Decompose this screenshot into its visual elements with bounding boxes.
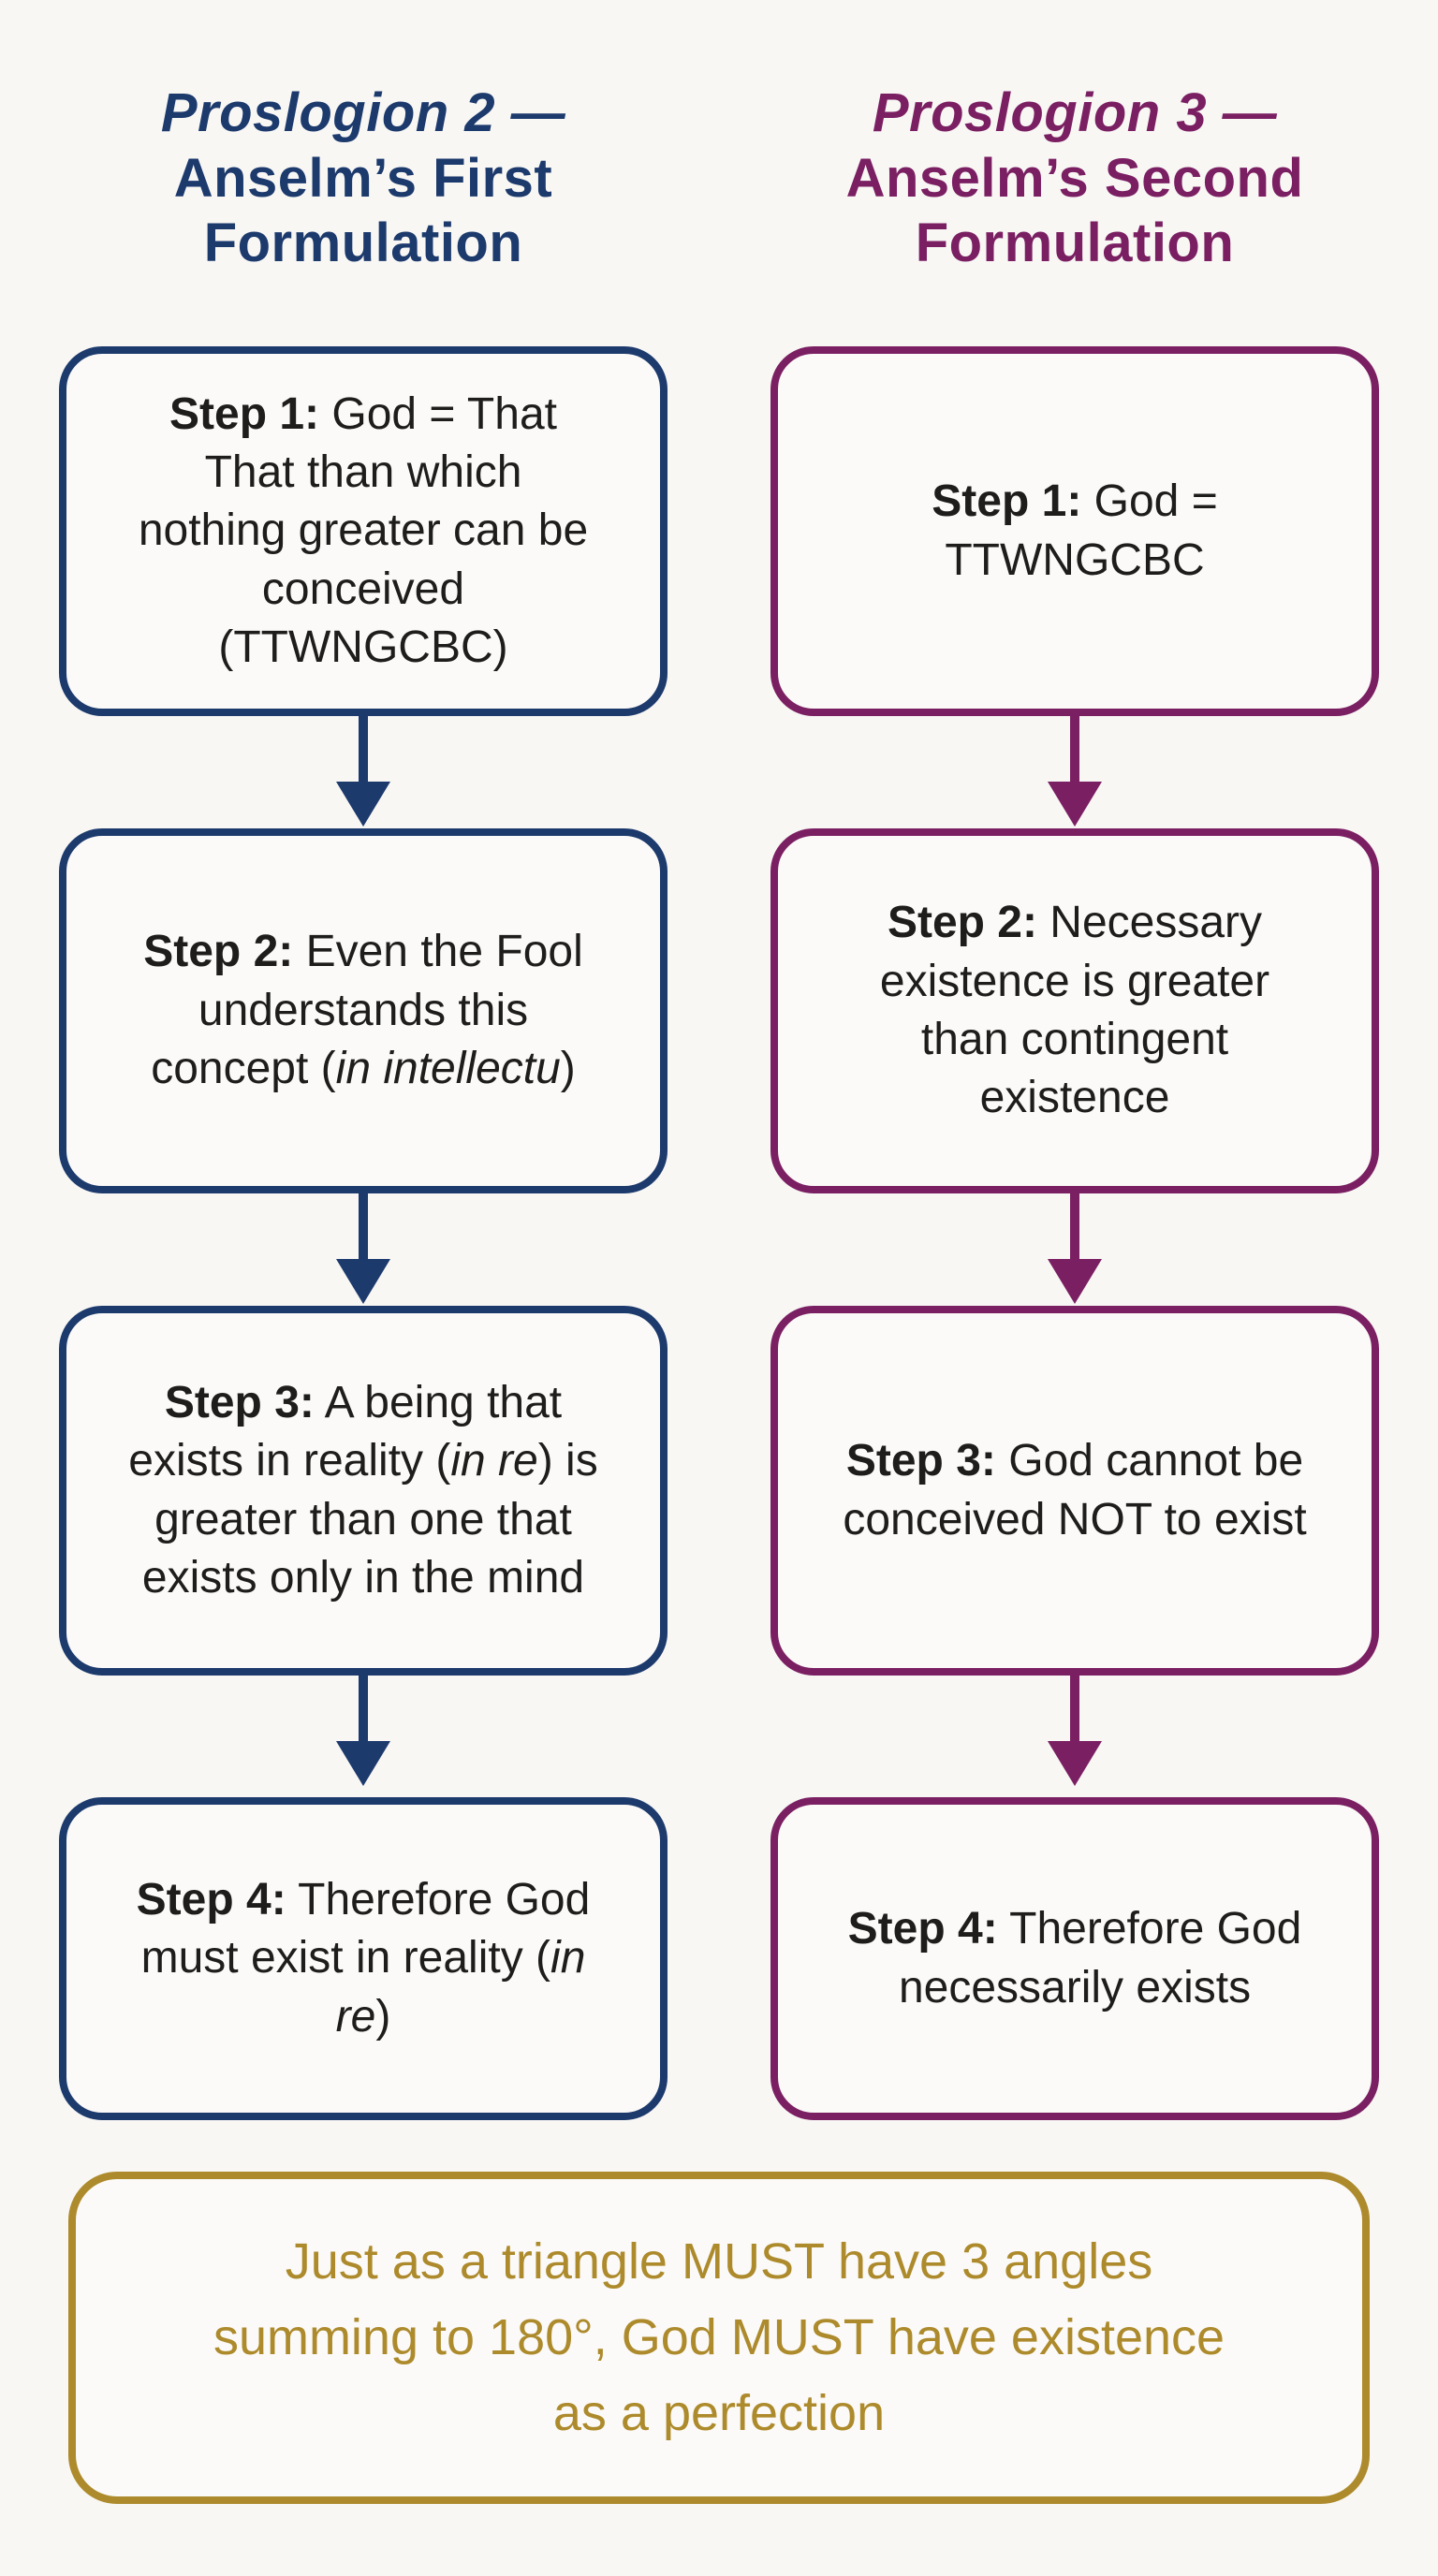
proslogion-3-title-line3: Formulation [915, 212, 1235, 274]
down-arrow-icon [1070, 1193, 1079, 1259]
down-arrow-icon [359, 1193, 368, 1259]
triangle-analogy-text: Just as a triangle MUST have 3 angles su… [213, 2233, 1225, 2441]
triangle-analogy-box: Just as a triangle MUST have 3 angles su… [68, 2172, 1370, 2504]
right-step-4-box: Step 4: Therefore God necessarily exists [770, 1797, 1379, 2120]
left-arrow-3 [59, 1676, 668, 1797]
proslogion-2-title: Proslogion 2 — Anselm’s First Formulatio… [59, 47, 668, 346]
proslogion-2-title-line2: Anselm’s First [173, 147, 553, 209]
down-arrow-icon [359, 716, 368, 782]
down-arrow-head-icon [1048, 782, 1102, 827]
proslogion-3-title-line1: Proslogion 3 — [872, 82, 1278, 143]
proslogion-2-title-line1: Proslogion 2 — [160, 82, 566, 143]
down-arrow-head-icon [336, 1259, 390, 1304]
down-arrow-icon [359, 1676, 368, 1741]
down-arrow-head-icon [1048, 1259, 1102, 1304]
left-arrow-2 [59, 1193, 668, 1306]
anselm-flowchart: Proslogion 2 — Anselm’s First Formulatio… [59, 47, 1379, 2504]
left-step-2-box: Step 2: Even the Fool understands this c… [59, 828, 668, 1193]
left-step-4-box: Step 4: Therefore God must exist in real… [59, 1797, 668, 2120]
right-arrow-3 [770, 1676, 1379, 1797]
right-arrow-1 [770, 716, 1379, 828]
left-arrow-1 [59, 716, 668, 828]
down-arrow-icon [1070, 1676, 1079, 1741]
two-column-flowchart-grid: Proslogion 2 — Anselm’s First Formulatio… [59, 47, 1379, 2120]
left-step-1-box: Step 1: God = That That than which nothi… [59, 346, 668, 716]
down-arrow-head-icon [336, 782, 390, 827]
right-arrow-2 [770, 1193, 1379, 1306]
proslogion-3-title-line2: Anselm’s Second [845, 147, 1304, 209]
proslogion-2-title-line3: Formulation [203, 212, 523, 274]
proslogion-3-title: Proslogion 3 — Anselm’s Second Formulati… [770, 47, 1379, 346]
right-step-3-box: Step 3: God cannot be conceived NOT to e… [770, 1306, 1379, 1676]
right-step-1-box: Step 1: God = TTWNGCBC [770, 346, 1379, 716]
right-step-2-box: Step 2: Necessary existence is greater t… [770, 828, 1379, 1193]
down-arrow-icon [1070, 716, 1079, 782]
down-arrow-head-icon [336, 1741, 390, 1786]
left-step-3-box: Step 3: A being that exists in reality (… [59, 1306, 668, 1676]
down-arrow-head-icon [1048, 1741, 1102, 1786]
